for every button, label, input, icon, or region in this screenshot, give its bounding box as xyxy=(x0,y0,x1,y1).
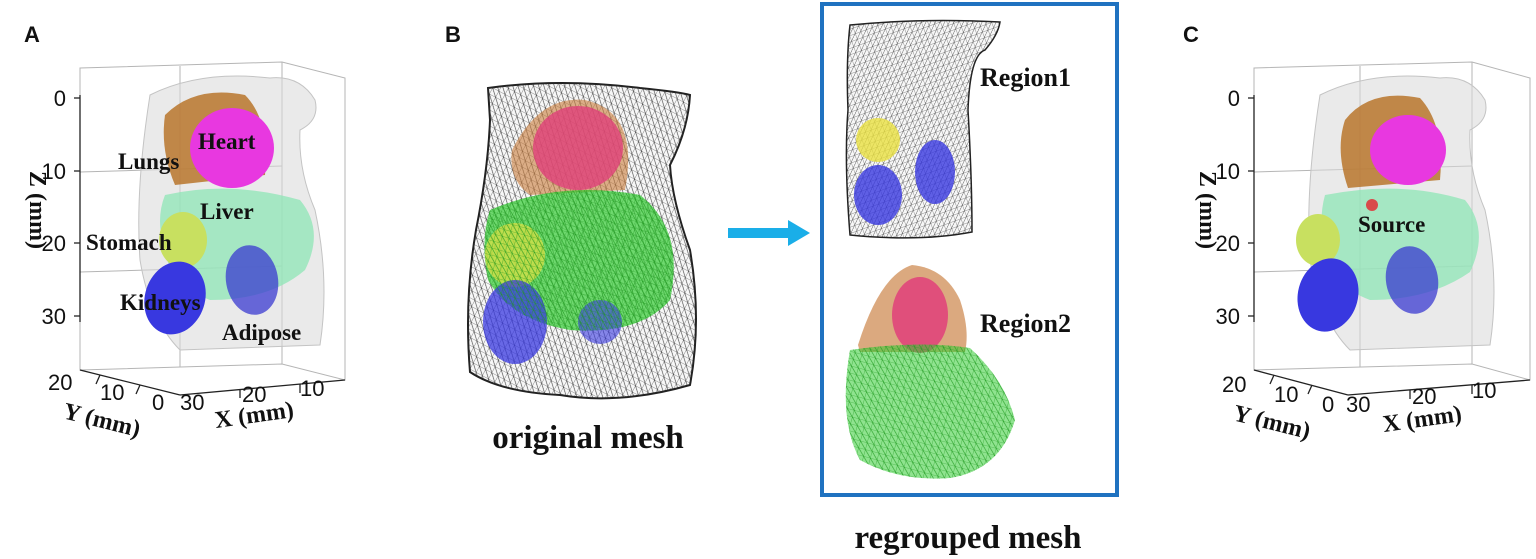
y-tick-0-a: 20 xyxy=(48,370,72,395)
label-region1: Region1 xyxy=(980,63,1071,92)
z-tick-1-a: 10 xyxy=(42,159,66,184)
panel-label-a: A xyxy=(24,22,40,47)
caption-original-mesh: original mesh xyxy=(492,420,684,456)
torso-model-a xyxy=(138,75,325,351)
x-tick-1-a: 20 xyxy=(242,382,266,407)
region2-mesh xyxy=(845,265,1015,479)
label-adipose: Adipose xyxy=(222,320,301,345)
regrouped-mesh-frame xyxy=(820,2,1119,497)
region1-mesh xyxy=(845,19,1001,239)
z-tick-2-a: 20 xyxy=(42,231,66,256)
x-tick-0-c: 30 xyxy=(1346,392,1370,417)
panel-label-c: C xyxy=(1183,22,1199,47)
x-tick-0-a: 30 xyxy=(180,390,204,415)
z-tick-3-a: 30 xyxy=(42,304,66,329)
z-tick-1-c: 10 xyxy=(1216,159,1240,184)
z-axis-a: 0 10 20 30 Z (mm) xyxy=(24,86,81,329)
label-lungs: Lungs xyxy=(118,149,179,174)
caption-regrouped-mesh: regrouped mesh xyxy=(854,520,1081,556)
xy-axes-a: 20 10 0 30 20 10 Y (mm) X (mm) xyxy=(48,369,346,443)
x-axis-label-c: X (mm) xyxy=(1381,401,1463,438)
panel-a: A Heart Lungs Liver Stomach Kidneys Adip… xyxy=(24,22,346,443)
x-tick-2-c: 10 xyxy=(1472,378,1496,403)
label-source: Source xyxy=(1358,212,1425,237)
z-tick-2-c: 20 xyxy=(1216,231,1240,256)
y-axis-label-a: Y (mm) xyxy=(61,399,143,443)
y-tick-1-a: 10 xyxy=(100,380,124,405)
panel-c: C Source 0 10 20 3 xyxy=(1183,22,1531,445)
source-point xyxy=(1366,199,1378,211)
label-liver: Liver xyxy=(200,199,254,224)
y-tick-1-c: 10 xyxy=(1274,382,1298,407)
torso-model-c xyxy=(1296,75,1495,351)
panel-label-b: B xyxy=(445,22,461,47)
y-axis-label-c: Y (mm) xyxy=(1231,401,1313,445)
x-axis-label-a: X (mm) xyxy=(213,397,295,434)
x-tick-2-a: 10 xyxy=(300,376,324,401)
original-mesh xyxy=(467,82,697,400)
label-region2: Region2 xyxy=(980,309,1071,338)
right-arrow xyxy=(728,220,810,246)
label-kidneys: Kidneys xyxy=(120,290,201,315)
y-tick-2-a: 0 xyxy=(152,390,164,415)
x-tick-1-c: 20 xyxy=(1412,384,1436,409)
label-stomach: Stomach xyxy=(86,230,172,255)
z-axis-c: 0 10 20 30 Z (mm) xyxy=(1194,86,1255,329)
z-axis-label-c: Z (mm) xyxy=(1194,171,1220,249)
y-tick-0-c: 20 xyxy=(1222,372,1246,397)
z-tick-3-c: 30 xyxy=(1216,304,1240,329)
z-tick-0-c: 0 xyxy=(1228,86,1240,111)
xy-axes-c: 20 10 0 30 20 10 Y (mm) X (mm) xyxy=(1222,369,1531,445)
z-tick-0-a: 0 xyxy=(54,86,66,111)
panel-b: B original mesh Regio xyxy=(445,2,1119,556)
label-heart: Heart xyxy=(198,129,256,154)
y-tick-2-c: 0 xyxy=(1322,392,1334,417)
z-axis-label-a: Z (mm) xyxy=(24,171,50,249)
